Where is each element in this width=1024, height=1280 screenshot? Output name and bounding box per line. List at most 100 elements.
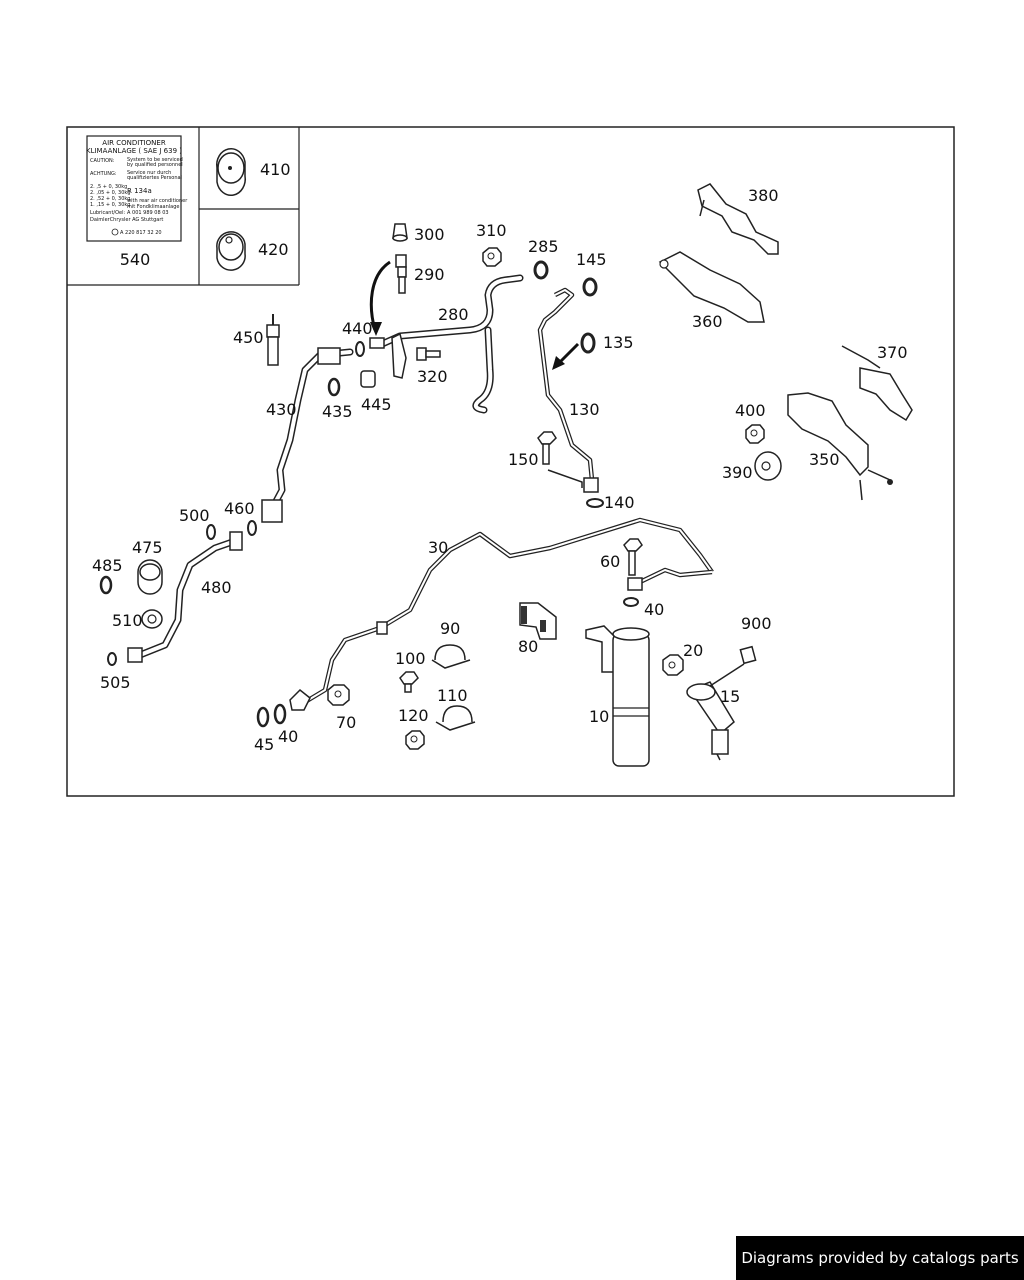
label-140: 140 bbox=[604, 493, 635, 512]
label-450: 450 bbox=[233, 328, 264, 347]
label-435: 435 bbox=[322, 402, 353, 421]
o-ring-435 bbox=[327, 377, 341, 397]
sticker-row-2: 2. ,05 + 0, 30kg bbox=[90, 190, 130, 196]
label-350: 350 bbox=[809, 450, 840, 469]
bolt-60 bbox=[623, 538, 643, 576]
label-430: 430 bbox=[266, 400, 297, 419]
label-480: 480 bbox=[201, 578, 232, 597]
o-ring-135 bbox=[580, 332, 596, 354]
line-130 bbox=[537, 287, 599, 493]
bracket-80 bbox=[519, 602, 557, 640]
arrow-head bbox=[552, 356, 565, 370]
o-ring-460 bbox=[247, 520, 257, 536]
label-110: 110 bbox=[437, 686, 468, 705]
label-100: 100 bbox=[395, 649, 426, 668]
bolt-100 bbox=[399, 671, 419, 693]
diagram-frame bbox=[66, 126, 955, 797]
arrow-to-130 bbox=[556, 342, 580, 366]
o-ring-285 bbox=[533, 260, 549, 280]
label-505: 505 bbox=[100, 673, 131, 692]
clamp-90 bbox=[431, 644, 471, 669]
label-15: 15 bbox=[720, 687, 740, 706]
o-ring-145 bbox=[582, 277, 598, 297]
grommet-390 bbox=[754, 451, 782, 481]
sticker-refrigerant: R 134a bbox=[127, 187, 152, 195]
label-135: 135 bbox=[603, 333, 634, 352]
line-280 bbox=[369, 274, 524, 414]
connector-900 bbox=[709, 645, 757, 687]
label-10: 10 bbox=[589, 707, 609, 726]
nut-400 bbox=[745, 424, 765, 444]
o-ring-485 bbox=[99, 575, 113, 595]
nut-20 bbox=[662, 654, 684, 676]
label-400: 400 bbox=[735, 401, 766, 420]
sticker-with-rear: with rear air conditioner bbox=[127, 198, 188, 204]
bushing-445 bbox=[360, 370, 376, 388]
label-130: 130 bbox=[569, 400, 600, 419]
sticker-row-3: 2. ,52 + 0, 30kg bbox=[90, 196, 130, 202]
sticker-caution-text-1: System to be serviced bbox=[127, 157, 183, 163]
nut-510 bbox=[141, 609, 163, 629]
label-410: 410 bbox=[260, 160, 291, 179]
bolt-150 bbox=[537, 431, 557, 465]
o-ring-40-upper bbox=[623, 597, 639, 607]
o-ring-500 bbox=[206, 524, 216, 540]
ac-sticker-540: AIR CONDITIONER KLIMAANLAGE ( SAE J 639 … bbox=[86, 135, 188, 242]
cap-410 bbox=[216, 147, 246, 197]
o-ring-140 bbox=[586, 498, 604, 508]
label-500: 500 bbox=[179, 506, 210, 525]
label-445: 445 bbox=[361, 395, 392, 414]
label-380: 380 bbox=[748, 186, 779, 205]
bracket-370 bbox=[841, 345, 913, 422]
sticker-maker: DaimlerChrysler AG Stuttgart bbox=[90, 217, 163, 223]
label-45: 45 bbox=[254, 735, 274, 754]
pressure-switch-15 bbox=[686, 681, 735, 761]
sticker-lubricant-no: A 001 989 08 03 bbox=[127, 210, 169, 216]
sticker-achtung-text-1: Service nur durch bbox=[127, 170, 171, 176]
o-ring-505 bbox=[107, 652, 117, 666]
nut-70 bbox=[327, 684, 350, 706]
label-300: 300 bbox=[414, 225, 445, 244]
sticker-achtung-text-2: qualifiziertes Personal bbox=[127, 175, 182, 181]
label-120: 120 bbox=[398, 706, 429, 725]
label-70: 70 bbox=[336, 713, 356, 732]
bracket-360 bbox=[658, 251, 765, 323]
sticker-mit-fond: mit Fondklimaanlage bbox=[127, 204, 179, 210]
label-90: 90 bbox=[440, 619, 460, 638]
bolt-320 bbox=[416, 347, 441, 361]
sticker-row-1: 2. ,5 + 0, 30kg bbox=[90, 184, 127, 190]
label-150: 150 bbox=[508, 450, 539, 469]
label-145: 145 bbox=[576, 250, 607, 269]
label-510: 510 bbox=[112, 611, 143, 630]
sticker-row-4: 1. ,15 + 0, 30kg bbox=[90, 202, 130, 208]
sticker-title-1: AIR CONDITIONER bbox=[102, 139, 166, 147]
label-320: 320 bbox=[417, 367, 448, 386]
sticker-caution: CAUTION: bbox=[90, 158, 115, 164]
label-280: 280 bbox=[438, 305, 469, 324]
arrow-head bbox=[370, 322, 382, 336]
receiver-drier-10 bbox=[585, 625, 650, 767]
sticker-caution-text-2: by qualified personnel bbox=[127, 162, 183, 168]
sticker-achtung: ACHTUNG: bbox=[90, 171, 117, 177]
line-30 bbox=[289, 517, 714, 711]
sticker-title-2: KLIMAANLAGE ( SAE J 639 ) bbox=[86, 147, 182, 155]
label-20: 20 bbox=[683, 641, 703, 660]
label-900: 900 bbox=[741, 614, 772, 633]
label-310: 310 bbox=[476, 221, 507, 240]
label-40-lower: 40 bbox=[278, 727, 298, 746]
valve-290 bbox=[395, 254, 407, 294]
label-40-upper: 40 bbox=[644, 600, 664, 619]
label-370: 370 bbox=[877, 343, 908, 362]
label-460: 460 bbox=[224, 499, 255, 518]
nut-120 bbox=[405, 730, 425, 750]
o-ring-45 bbox=[256, 706, 270, 728]
hose-430 bbox=[261, 347, 354, 523]
label-360: 360 bbox=[692, 312, 723, 331]
label-390: 390 bbox=[722, 463, 753, 482]
hose-480 bbox=[127, 531, 243, 663]
bracket-380 bbox=[697, 183, 779, 255]
sticker-lubricant: Lubricant/Oel: bbox=[90, 210, 126, 216]
bracket-350 bbox=[787, 392, 893, 501]
label-290: 290 bbox=[414, 265, 445, 284]
